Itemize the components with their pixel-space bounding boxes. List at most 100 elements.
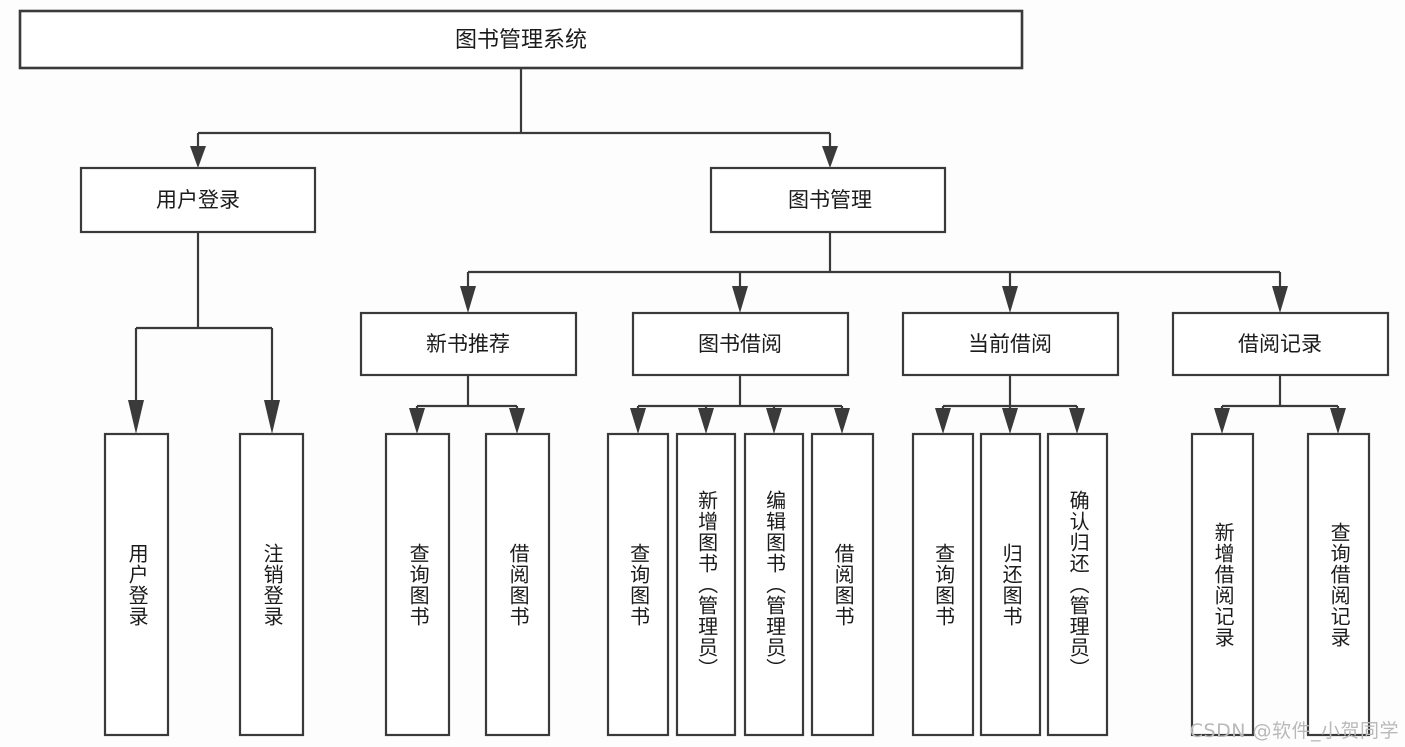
- leaf-node-borrow-book-1[interactable]: 借阅图书: [484, 432, 551, 737]
- leaf-user-login-box[interactable]: [103, 432, 170, 737]
- leaf-borrow-book-2-label: 借阅图书: [831, 542, 856, 627]
- connector-group-user-login: [128, 232, 280, 434]
- leaf-user-logout-label-wrap: 注销登录: [260, 542, 285, 627]
- leaf-edit-book-label-wrap: 编辑图书（管理员）: [762, 490, 787, 679]
- node-current-borrow-box[interactable]: [901, 311, 1120, 377]
- node-user-login[interactable]: 用户登录: [79, 166, 317, 234]
- arrow-head-leaf-return-book: [1002, 408, 1018, 434]
- leaf-query-book-3-label-wrap: 查询图书: [931, 542, 956, 627]
- arrow-head-leaf-add-record: [1214, 408, 1230, 434]
- arrow-head-leaf-borrow-book-2: [834, 408, 850, 434]
- node-borrow-record[interactable]: 借阅记录: [1171, 311, 1390, 377]
- leaf-add-record-label: 新增借阅记录: [1211, 521, 1236, 648]
- arrow-head-leaf-confirm-return: [1069, 408, 1085, 434]
- arrow-head-borrow-record: [1272, 286, 1288, 313]
- connector-group-book-borrow: [630, 375, 850, 434]
- arrow-head-user-login: [190, 146, 206, 168]
- node-current-borrow-label: 当前借阅: [968, 332, 1052, 356]
- arrow-head-leaf-edit-book: [766, 408, 782, 434]
- node-new-book-rec[interactable]: 新书推荐: [359, 311, 578, 377]
- node-user-login-label: 用户登录: [156, 188, 240, 212]
- leaf-add-record-box[interactable]: [1190, 432, 1255, 737]
- arrow-head-leaf-query-book-2: [630, 408, 646, 434]
- leaf-node-add-record[interactable]: 新增借阅记录: [1190, 432, 1255, 737]
- leaf-user-login-label: 用户登录: [125, 542, 150, 627]
- leaf-node-query-book-1[interactable]: 查询图书: [384, 432, 451, 737]
- node-new-book-rec-label: 新书推荐: [426, 332, 510, 356]
- leaf-edit-book-label: 编辑图书（管理员）: [762, 490, 787, 679]
- leaf-node-borrow-book-2[interactable]: 借阅图书: [810, 432, 875, 737]
- leaf-query-record-label: 查询借阅记录: [1327, 521, 1352, 648]
- leaf-query-book-2-label: 查询图书: [626, 542, 651, 627]
- leaf-confirm-return-box[interactable]: [1046, 432, 1109, 737]
- leaf-query-record-box[interactable]: [1306, 432, 1371, 737]
- leaf-query-book-2-label-wrap: 查询图书: [626, 542, 651, 627]
- leaf-node-query-book-2[interactable]: 查询图书: [606, 432, 670, 737]
- leaf-borrow-book-2-label-wrap: 借阅图书: [831, 542, 856, 627]
- node-book-manage-label: 图书管理: [788, 188, 872, 212]
- leaf-edit-book-box[interactable]: [743, 432, 805, 737]
- arrow-head-book-borrow: [732, 286, 748, 313]
- leaf-borrow-book-1-label-wrap: 借阅图书: [506, 542, 531, 627]
- leaf-borrow-book-1-box[interactable]: [484, 432, 551, 737]
- leaf-node-confirm-return[interactable]: 确认归还（管理员）: [1046, 432, 1109, 737]
- connector-group-borrow-record: [1214, 375, 1346, 434]
- arrow-head-leaf-user-login: [128, 400, 144, 434]
- leaf-borrow-book-2-box[interactable]: [810, 432, 875, 737]
- node-book-manage-box[interactable]: [709, 166, 947, 234]
- leaf-query-book-3-box[interactable]: [911, 432, 975, 737]
- connector-group-root: [190, 68, 838, 168]
- arrow-head-leaf-query-record: [1330, 408, 1346, 434]
- leaf-add-book-label-wrap: 新增图书（管理员）: [694, 490, 719, 679]
- leaf-return-book-label: 归还图书: [999, 542, 1024, 627]
- leaf-node-user-logout[interactable]: 注销登录: [238, 432, 305, 737]
- node-borrow-record-box[interactable]: [1171, 311, 1390, 377]
- leaf-node-add-book[interactable]: 新增图书（管理员）: [675, 432, 737, 737]
- node-current-borrow[interactable]: 当前借阅: [901, 311, 1120, 377]
- node-root[interactable]: 图书管理系统: [18, 9, 1024, 70]
- leaf-query-book-3-label: 查询图书: [931, 542, 956, 627]
- leaf-query-book-1-label: 查询图书: [406, 542, 431, 627]
- leaf-user-login-label-wrap: 用户登录: [125, 542, 150, 627]
- leaf-node-return-book[interactable]: 归还图书: [979, 432, 1042, 737]
- leaf-node-edit-book[interactable]: 编辑图书（管理员）: [743, 432, 805, 737]
- node-root-label: 图书管理系统: [455, 28, 587, 53]
- node-book-manage[interactable]: 图书管理: [709, 166, 947, 234]
- leaf-query-book-2-box[interactable]: [606, 432, 670, 737]
- node-book-borrow[interactable]: 图书借阅: [631, 311, 850, 377]
- arrow-head-current-borrow: [1002, 286, 1018, 313]
- leaf-return-book-box[interactable]: [979, 432, 1042, 737]
- leaf-node-user-login[interactable]: 用户登录: [103, 432, 170, 737]
- leaf-add-record-label-wrap: 新增借阅记录: [1211, 521, 1236, 648]
- leaf-node-query-record[interactable]: 查询借阅记录: [1306, 432, 1371, 737]
- leaf-query-book-1-label-wrap: 查询图书: [406, 542, 431, 627]
- arrow-head-leaf-query-book-1: [409, 408, 425, 434]
- connector-group-current-borrow: [935, 375, 1085, 434]
- arrow-head-leaf-add-book: [698, 408, 714, 434]
- arrow-head-leaf-query-book-3: [935, 408, 951, 434]
- connector-group-book-manage: [460, 232, 1288, 313]
- node-book-borrow-box[interactable]: [631, 311, 850, 377]
- node-book-borrow-label: 图书借阅: [698, 332, 782, 356]
- leaf-add-book-box[interactable]: [675, 432, 737, 737]
- connector-group-new-book-rec: [409, 375, 525, 434]
- leaf-add-book-label: 新增图书（管理员）: [694, 490, 719, 679]
- leaf-node-query-book-3[interactable]: 查询图书: [911, 432, 975, 737]
- leaf-query-record-label-wrap: 查询借阅记录: [1327, 521, 1352, 648]
- leaf-borrow-book-1-label: 借阅图书: [506, 542, 531, 627]
- arrow-head-leaf-user-logout: [264, 400, 280, 434]
- node-root-box[interactable]: [18, 9, 1024, 70]
- arrow-head-new-book-rec: [460, 286, 476, 313]
- leaf-confirm-return-label-wrap: 确认归还（管理员）: [1066, 490, 1091, 679]
- leaf-user-logout-label: 注销登录: [260, 542, 285, 627]
- node-new-book-rec-box[interactable]: [359, 311, 578, 377]
- leaf-confirm-return-label: 确认归还（管理员）: [1066, 490, 1091, 679]
- leaf-user-logout-box[interactable]: [238, 432, 305, 737]
- node-user-login-box[interactable]: [79, 166, 317, 234]
- leaf-return-book-label-wrap: 归还图书: [999, 542, 1024, 627]
- arrow-head-book-manage: [822, 146, 838, 168]
- leaf-query-book-1-box[interactable]: [384, 432, 451, 737]
- arrow-head-leaf-borrow-book-1: [509, 408, 525, 434]
